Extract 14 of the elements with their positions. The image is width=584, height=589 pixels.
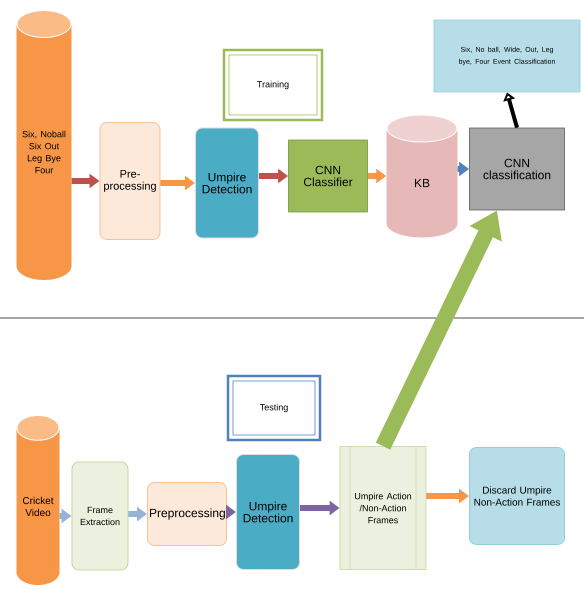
title-box: Training [222,48,324,122]
process-box: Frame Extraction [72,462,128,570]
process-box: CNN classification [469,128,565,210]
cylinder: Cricket Video [16,416,60,585]
process-box: Umpire Action /Non-Action Frames [340,446,426,570]
process-box: Umpire Detection [236,454,300,570]
cylinder: Six, Noball Six Out Leg Bye Four [16,11,72,280]
title-box: Testing [226,374,322,442]
cylinder: KB [386,116,458,238]
process-box: Discard Umpire Non-Action Frames [469,447,565,545]
process-box: Pre-processing [100,122,160,240]
process-box: CNN Classifier [288,140,368,212]
process-box: Umpire Detection [195,128,259,238]
process-box: Preprocessing [147,482,227,546]
